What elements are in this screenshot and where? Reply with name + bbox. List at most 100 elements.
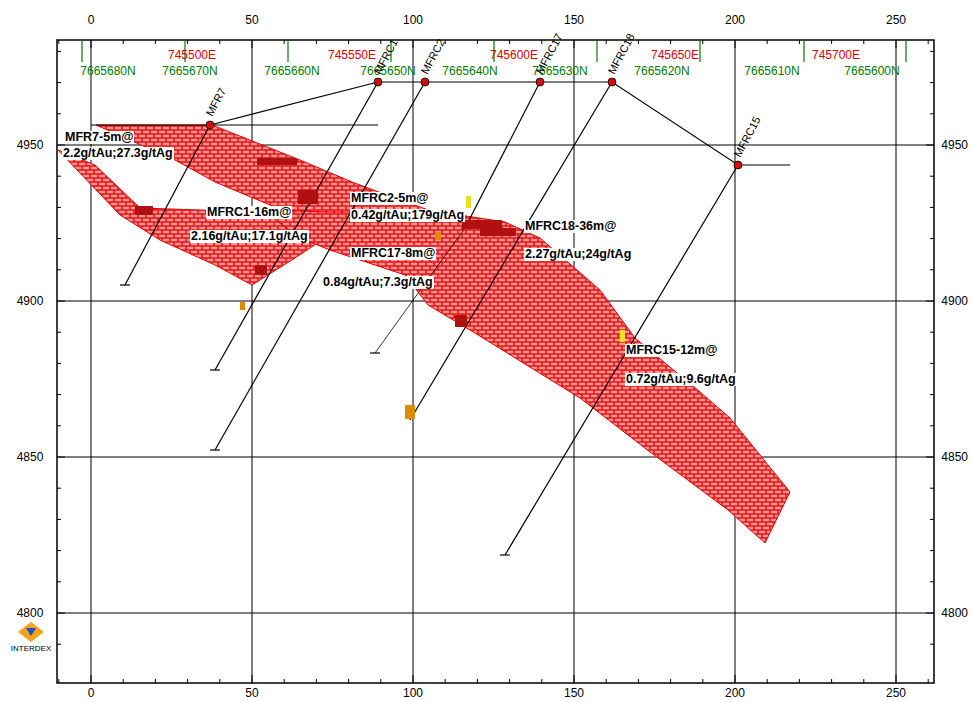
axis-tick <box>702 40 703 44</box>
axis-tick <box>57 425 61 426</box>
axis-tick <box>509 679 510 683</box>
intercept-label: 2.2g/tAu;27.3g/tAg <box>62 147 174 160</box>
axis-number: 250 <box>886 14 906 26</box>
axis-tick <box>413 40 414 48</box>
axis-tick <box>57 457 65 458</box>
axis-number: 200 <box>725 687 745 699</box>
axis-tick <box>380 40 381 44</box>
axis-tick <box>735 40 736 48</box>
elevation-number: 4850 <box>17 451 44 463</box>
northing-label: 7665600N <box>844 65 899 77</box>
axis-tick <box>123 40 124 44</box>
intercept-label: MFRC15-12m@ <box>625 344 718 357</box>
easting-label: 745650E <box>651 49 699 61</box>
axis-tick <box>574 40 575 48</box>
axis-tick <box>445 679 446 683</box>
axis-tick <box>930 238 934 239</box>
axis-number: 150 <box>564 687 584 699</box>
axis-tick <box>930 519 934 520</box>
axis-tick <box>187 679 188 683</box>
logo-text: INTERDEX <box>11 645 51 653</box>
axis-tick <box>670 40 671 44</box>
axis-tick <box>926 457 934 458</box>
axis-tick <box>316 679 317 683</box>
northing-label: 7665610N <box>744 65 799 77</box>
axis-tick <box>57 269 61 270</box>
axis-tick <box>57 363 61 364</box>
axis-tick <box>57 145 65 146</box>
axis-tick <box>606 40 607 44</box>
axis-tick <box>284 679 285 683</box>
intercept-label: 2.27g/tAu;24g/tAg <box>524 248 632 261</box>
elevation-number: 4950 <box>17 139 44 151</box>
axis-tick <box>57 332 61 333</box>
elevation-number: 4800 <box>941 607 968 619</box>
axis-tick <box>930 207 934 208</box>
axis-tick <box>155 679 156 683</box>
axis-tick <box>638 40 639 44</box>
axis-tick <box>123 679 124 683</box>
axis-tick <box>477 679 478 683</box>
drillhole-name: MFRC15 <box>732 115 762 159</box>
axis-tick <box>926 301 934 302</box>
axis-tick <box>896 675 897 683</box>
axis-tick <box>316 40 317 44</box>
axis-tick <box>799 40 800 44</box>
axis-tick <box>187 40 188 44</box>
elevation-number: 4900 <box>17 295 44 307</box>
axis-tick <box>380 679 381 683</box>
axis-tick <box>930 82 934 83</box>
axis-tick <box>57 238 61 239</box>
axis-tick <box>348 40 349 44</box>
easting-label: 745600E <box>490 49 538 61</box>
northing-label: 7665680N <box>80 65 135 77</box>
axis-tick <box>57 113 61 114</box>
axis-tick <box>541 40 542 44</box>
easting-label: 745500E <box>168 49 216 61</box>
axis-tick <box>91 675 92 683</box>
axis-tick <box>930 113 934 114</box>
axis-tick <box>57 644 61 645</box>
northing-label: 7665670N <box>162 65 217 77</box>
northing-label: 7665650N <box>360 65 415 77</box>
axis-tick <box>155 40 156 44</box>
axis-tick <box>57 301 65 302</box>
axis-tick <box>767 679 768 683</box>
axis-tick <box>57 519 61 520</box>
axis-tick <box>702 679 703 683</box>
intercept-label: MFRC18-36m@ <box>524 220 617 233</box>
axis-tick <box>57 488 61 489</box>
axis-tick <box>58 679 59 683</box>
axis-tick <box>930 332 934 333</box>
axis-number: 100 <box>403 14 423 26</box>
easting-label: 745700E <box>812 49 860 61</box>
axis-tick <box>219 40 220 44</box>
axis-number: 50 <box>245 687 258 699</box>
intercept-label: MFRC1-16m@ <box>206 206 292 219</box>
axis-number: 150 <box>564 14 584 26</box>
axis-tick <box>930 394 934 395</box>
axis-tick <box>477 40 478 44</box>
axis-tick <box>799 679 800 683</box>
axis-tick <box>638 679 639 683</box>
axis-number: 100 <box>403 687 423 699</box>
axis-tick <box>930 425 934 426</box>
axis-tick <box>930 550 934 551</box>
axis-tick <box>930 269 934 270</box>
axis-tick <box>57 581 61 582</box>
axis-tick <box>541 679 542 683</box>
intercept-label: 0.72g/tAu;9.6g/tAg <box>625 373 737 386</box>
intercept-label: MFRC2-5m@ <box>350 192 429 205</box>
axis-tick <box>284 40 285 44</box>
axis-tick <box>574 675 575 683</box>
axis-tick <box>930 363 934 364</box>
axis-tick <box>252 675 253 683</box>
easting-label: 745550E <box>328 49 376 61</box>
axis-tick <box>896 40 897 48</box>
axis-tick <box>926 145 934 146</box>
elevation-number: 4800 <box>17 607 44 619</box>
elevation-number: 4900 <box>941 295 968 307</box>
axis-tick <box>863 679 864 683</box>
intercept-label: MFRC17-8m@ <box>350 247 436 260</box>
